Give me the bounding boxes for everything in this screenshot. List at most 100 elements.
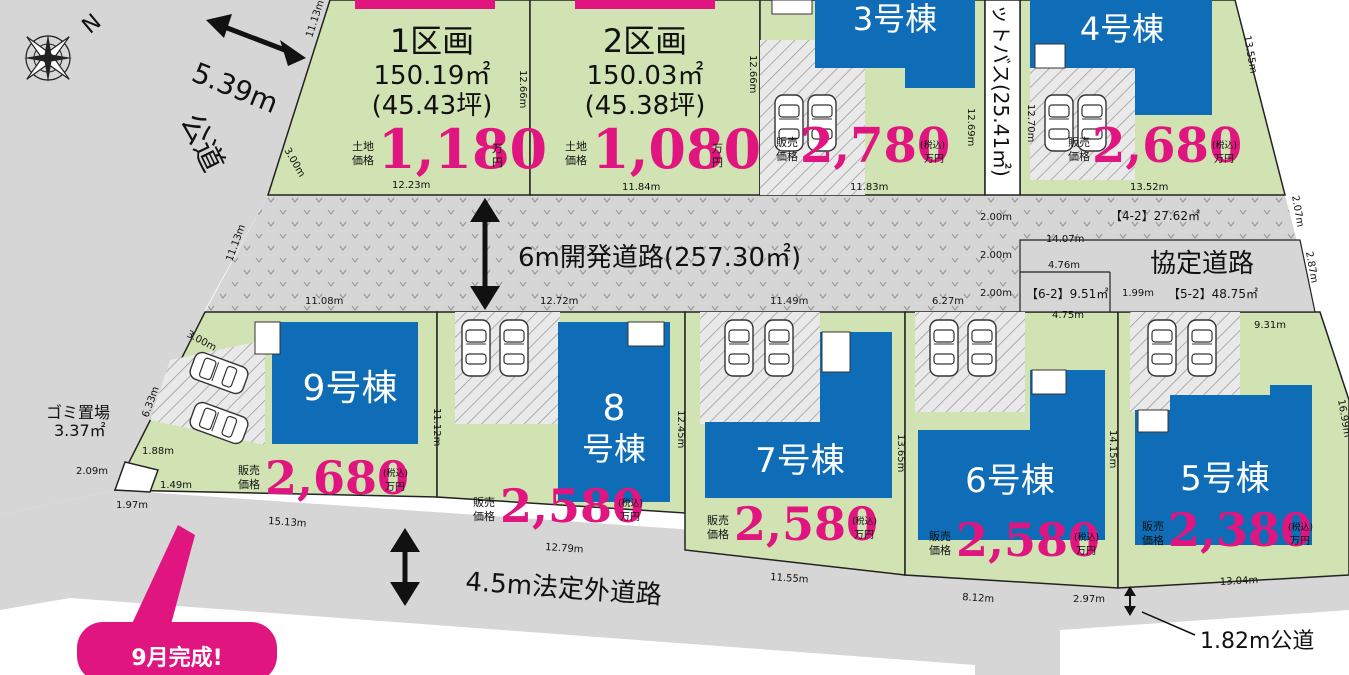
house-3-sale-label2: 価格	[776, 149, 798, 163]
sub-area-6-2: 【6-2】9.51㎡	[1026, 287, 1108, 301]
house-4-sale-label2: 価格	[1068, 149, 1090, 163]
house-7-sale-label2: 価格	[707, 527, 729, 541]
dim-label: 11.08m	[305, 296, 343, 307]
lot-1-price-label-top: 土地	[352, 140, 374, 153]
dim-label: 12.66m	[747, 55, 758, 93]
dim-label: 14.15m	[1107, 430, 1118, 468]
house-3-name: 3号棟	[853, 0, 937, 38]
lot-1-tsubo: (45.43坪)	[372, 91, 493, 121]
dim-label: 9.31m	[1254, 320, 1286, 331]
completion-badge-text: 9月完成!	[131, 645, 222, 671]
agreement-road-label: 協定道路	[1150, 249, 1254, 279]
dim-label: 13.04m	[1220, 575, 1259, 588]
house-9[interactable]: 9号棟 販売 価格 2,680 (税込) 万円	[238, 368, 409, 505]
bus-route-label: ットバス(25.41㎡)	[989, 4, 1013, 177]
east-public-road-label: 1.82m公道	[1200, 629, 1314, 654]
house-5-name: 5号棟	[1180, 459, 1270, 499]
sub-area-4-2: 【4-2】27.62㎡	[1110, 209, 1200, 223]
house-6-name: 6号棟	[965, 461, 1055, 501]
house-7-sale-label: 販売	[707, 514, 729, 527]
lot-2-name: 2区画	[603, 22, 687, 60]
house-4-tax: (税込)	[1212, 139, 1237, 151]
lot-1-price: 1,180	[378, 117, 547, 181]
lot-2-price: 1,080	[592, 117, 761, 181]
dim-label: 4.76m	[1048, 260, 1080, 271]
compass-north-label: N	[78, 9, 107, 39]
house-8-name: 号棟	[582, 430, 646, 468]
house-6-sale-label2: 価格	[929, 543, 951, 557]
house-5-price: 2,380	[1168, 503, 1312, 557]
lot-2-price-label-top: 土地	[565, 140, 587, 153]
development-road-label: 6m開発道路(257.30㎡)	[518, 243, 801, 273]
dim-label: 11.83m	[850, 182, 888, 193]
house-7-name: 7号棟	[755, 441, 845, 481]
house-3-tax: (税込)	[920, 139, 945, 151]
west-road-name: 公道	[173, 108, 231, 177]
dim-label: 2.87m	[1303, 251, 1319, 284]
dim-label: 13.65m	[895, 434, 906, 472]
road-width-arrows	[206, 14, 1196, 636]
lot-2-tsubo: (45.38坪)	[585, 91, 706, 121]
compass-icon	[24, 34, 72, 82]
garbage-label: ゴミ置場	[46, 403, 110, 422]
lot-1-unit: 万	[492, 142, 503, 155]
house-4-price: 2,680	[1092, 118, 1242, 174]
buildings	[254, 0, 1312, 545]
house-8-tax: (税込)	[618, 497, 643, 509]
dim-label: 1.88m	[142, 446, 174, 457]
sub-area-5-2: 【5-2】48.75㎡	[1168, 287, 1258, 301]
dim-label: 12.69m	[965, 108, 976, 146]
house-9-unit: 万円	[385, 482, 405, 493]
house-5-unit: 万円	[1290, 536, 1310, 547]
house-8-sale-label2: 価格	[473, 509, 495, 523]
lot-2-unit2: 円	[712, 156, 723, 169]
house-3-sale-label: 販売	[776, 136, 798, 149]
lot-1[interactable]: 1区画 150.19㎡ (45.43坪) 土地 価格 1,180 万 円	[352, 22, 547, 181]
house-6-sale-label: 販売	[929, 530, 951, 543]
house-8[interactable]: 8 号棟 販売 価格 2,580 (税込) 万円	[473, 388, 646, 533]
house-4-sale-label: 販売	[1068, 136, 1090, 149]
house-9-name: 9号棟	[303, 368, 398, 409]
house-3[interactable]: 3号棟 販売 価格 2,780 (税込) 万円	[776, 0, 950, 174]
dim-label: 2.00m	[980, 212, 1012, 223]
house-8-name-num: 8	[603, 388, 626, 429]
dim-label: 2.00m	[980, 250, 1012, 261]
house-5-sale-label: 販売	[1142, 520, 1164, 533]
dim-label: 11.13m	[224, 223, 247, 263]
dim-label: 11.49m	[770, 296, 808, 307]
house-3-price: 2,780	[800, 118, 950, 174]
house-5-sale-label2: 価格	[1142, 533, 1164, 547]
dim-label: 12.79m	[545, 542, 584, 556]
house-9-sale-label2: 価格	[238, 477, 260, 491]
dim-label: 8.12m	[962, 592, 995, 605]
house-6-tax: (税込)	[1074, 531, 1099, 543]
dim-label: 12.23m	[392, 180, 430, 191]
house-3-unit: 万円	[924, 154, 944, 165]
house-5[interactable]: 5号棟 販売 価格 2,380 (税込) 万円	[1142, 459, 1313, 557]
house-6-price: 2,580	[956, 513, 1100, 567]
bus-strip	[984, 0, 1021, 196]
house-4-name: 4号棟	[1080, 10, 1164, 48]
house-6[interactable]: 6号棟 販売 価格 2,580 (税込) 万円	[929, 461, 1100, 567]
house-4[interactable]: 4号棟 販売 価格 2,680 (税込) 万円	[1068, 10, 1242, 174]
south-road-label: 4.5m法定外道路	[465, 567, 663, 611]
completion-badge	[77, 525, 277, 675]
house-7-unit: 万円	[854, 530, 874, 541]
dim-label: 2.97m	[1073, 594, 1105, 605]
dim-label: 12.45m	[675, 410, 686, 448]
dim-label: 13.52m	[1130, 182, 1168, 193]
garbage-area-value: 3.37㎡	[54, 421, 106, 440]
house-6-unit: 万円	[1076, 546, 1096, 557]
dim-label: 11.55m	[770, 572, 809, 586]
dim-label: 2.09m	[76, 466, 108, 477]
dim-label: 6.27m	[932, 296, 964, 307]
house-8-sale-label: 販売	[473, 496, 495, 509]
lot-2[interactable]: 2区画 150.03㎡ (45.38坪) 土地 価格 1,080 万 円	[565, 22, 761, 181]
dim-label: 12.72m	[540, 296, 578, 307]
house-7-tax: (税込)	[852, 515, 877, 527]
dim-label: 3.00m	[281, 146, 307, 179]
house-7[interactable]: 7号棟 販売 価格 2,580 (税込) 万円	[707, 441, 878, 551]
dim-label: 14.07m	[1046, 234, 1084, 245]
dim-label: 2.00m	[980, 288, 1012, 299]
